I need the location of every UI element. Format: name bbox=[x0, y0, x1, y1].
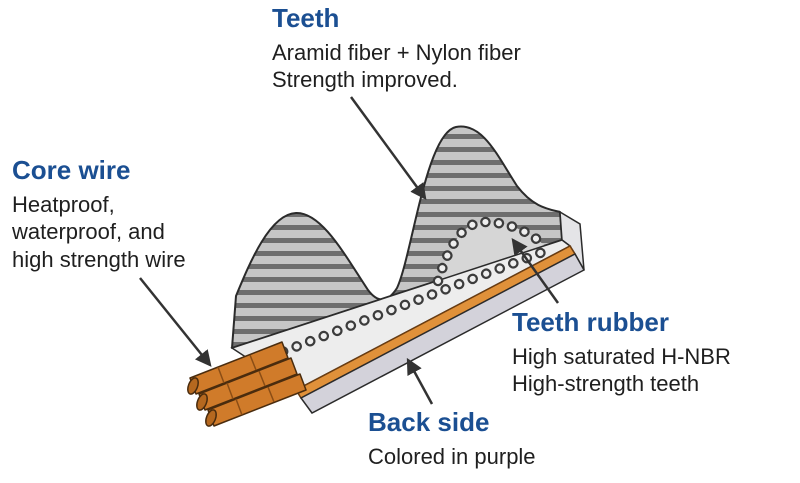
core-wire-label-line: high strength wire bbox=[12, 246, 186, 272]
teeth-arrow-icon bbox=[349, 96, 427, 200]
belt-cross-section-face bbox=[231, 125, 563, 349]
back-side-label-title: Back side bbox=[368, 407, 490, 437]
teeth-rubber-label-line: High saturated H-NBR bbox=[512, 343, 731, 369]
teeth-rubber-label-title: Teeth rubber bbox=[512, 307, 669, 337]
core-wire-end bbox=[205, 409, 217, 427]
teeth-label: Teeth Aramid fiber + Nylon fiber Strengt… bbox=[272, 3, 521, 94]
back-side-surface bbox=[299, 252, 586, 414]
core-wire bbox=[205, 373, 307, 427]
core-wire-arrow-icon bbox=[139, 277, 212, 367]
teeth-label-line: Strength improved. bbox=[272, 67, 458, 93]
tooth-fabric-dots bbox=[432, 216, 551, 287]
core-wire-label-line: Heatproof, bbox=[12, 191, 115, 217]
core-wire bbox=[187, 341, 289, 395]
teeth-rubber-label: Teeth rubber High saturated H-NBR High-s… bbox=[512, 307, 731, 398]
core-wire-end bbox=[187, 377, 199, 395]
core-wire-label-title: Core wire bbox=[12, 155, 131, 185]
back-side-arrow-icon bbox=[406, 357, 434, 405]
core-wire-cross-section-dots bbox=[250, 244, 554, 368]
teeth-rubber-arrow-icon bbox=[511, 238, 560, 304]
back-side-label-line: Colored in purple bbox=[368, 443, 536, 469]
core-wire bbox=[196, 357, 298, 411]
core-wire-label-line: waterproof, and bbox=[12, 219, 165, 245]
core-wire-label: Core wire Heatproof, waterproof, and hig… bbox=[12, 155, 186, 273]
core-wire-end bbox=[196, 393, 208, 411]
teeth-label-line: Aramid fiber + Nylon fiber bbox=[272, 39, 521, 65]
teeth-rubber-label-line: High-strength teeth bbox=[512, 371, 700, 397]
back-side-label: Back side Colored in purple bbox=[368, 407, 536, 470]
teeth-label-title: Teeth bbox=[272, 3, 340, 33]
core-wires bbox=[187, 341, 307, 427]
